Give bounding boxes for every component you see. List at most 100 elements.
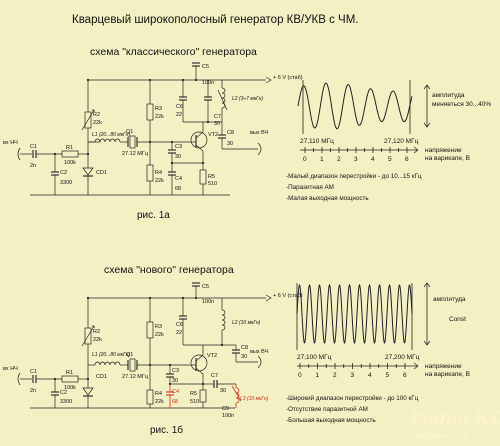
c6-label-b: C6: [176, 322, 183, 328]
vt2-label-b: VT2: [207, 353, 217, 359]
q1-crystal-a: [129, 135, 136, 149]
figure-b: схема "нового" генератора + 6 V (стаб) в…: [3, 264, 470, 436]
c3-label-a: C3: [175, 144, 182, 150]
q1-label-a: Q1: [126, 129, 133, 135]
r5-value-a: 510: [208, 181, 217, 187]
r4-resistor-b: [146, 389, 154, 405]
r1-resistor-b: [61, 375, 79, 383]
q1-crystal-b: [129, 358, 136, 372]
cd1-label-b: CD1: [96, 374, 107, 380]
voltage-tick-label: 5: [388, 156, 392, 163]
lf-input-jack-b: [17, 372, 21, 386]
c4-label-a: C4: [175, 176, 182, 182]
supply-label-b: + 6 V (стаб): [273, 293, 303, 299]
voltage-label-b: напряжение: [425, 363, 462, 370]
r4-label-a: R4: [155, 170, 162, 176]
schematic-a: + 6 V (стаб) вх НЧ C1 2n C2 3300: [3, 62, 303, 196]
amplitude-note-b: Const: [449, 316, 466, 323]
r5-value-b: 510: [190, 399, 199, 405]
voltage-sub-b: на варикапе, В: [425, 371, 470, 378]
voltage-tick-label: 4: [371, 156, 375, 163]
supply-label-a: + 6 V (стаб): [273, 75, 303, 81]
c5-label-a: C5: [202, 64, 209, 70]
cd1-label-a: CD1: [96, 170, 107, 176]
r5-label-b: R5: [190, 391, 197, 397]
l1-label-b: L1 (20...80 мкГн): [92, 352, 130, 358]
watermark-site: radiokot.ru: [410, 431, 468, 441]
page-title: Кварцевый широкополосный генератор КВ/УК…: [72, 14, 358, 26]
note-a-3: -Малая выходная мощность: [286, 195, 369, 202]
lf-input-label-b: вх НЧ: [3, 366, 18, 372]
vt2-transistor-a: [190, 131, 208, 149]
voltage-tick-label: 6: [403, 372, 407, 379]
r3-label-a: R3: [155, 106, 162, 112]
c5-label-b: C5: [202, 284, 209, 290]
c7-label-b: C7: [211, 373, 218, 379]
c2-label-b: C2: [60, 390, 67, 396]
voltage-sub-a: на варикапе, В: [425, 155, 470, 162]
l1-label-a: L1 (20...80 мкГн): [92, 132, 130, 138]
r3-resistor-b: [146, 321, 154, 339]
l3-label-b: L3 (10 мкГн): [240, 396, 269, 402]
r1-label-a: R1: [66, 145, 73, 151]
c8-value-a: 30: [227, 141, 233, 147]
c9-label-b: C9: [222, 406, 229, 412]
r4-resistor-a: [146, 164, 154, 182]
c6-label-a: C6: [176, 104, 183, 110]
r4-value-b: 22k: [155, 399, 164, 405]
waveform-a: [297, 82, 413, 130]
schematic-b: + 6 V (стаб) вх НЧ C1 2n C2 3300: [3, 282, 303, 419]
rf-output-label-b: вых ВЧ: [250, 349, 269, 355]
c1-value-a: 2n: [30, 163, 36, 169]
c8-value-b: 30: [241, 354, 247, 360]
r1-value-a: 100k: [64, 160, 76, 166]
lf-input-jack-a: [17, 147, 21, 161]
c1-label-b: C1: [30, 369, 37, 375]
note-a-2: -Паразитная АМ: [286, 184, 334, 191]
voltage-tick-label: 0: [303, 156, 307, 163]
note-b-3: -Большая выходная мощность: [286, 417, 376, 424]
r5-resistor-a: [199, 169, 207, 185]
l2-label-a: L2 (3÷7 мкГн): [232, 96, 263, 102]
c1-label-a: C1: [30, 144, 37, 150]
voltage-tick-label: 2: [337, 156, 341, 163]
r3-value-a: 22k: [155, 114, 164, 120]
r3-label-b: R3: [155, 324, 162, 330]
c2-label-a: C2: [60, 170, 67, 176]
rf-output-label-a: вых ВЧ: [250, 130, 269, 136]
c9-value-b: 100n: [222, 413, 234, 419]
freq-right-b: 27,200 МГц: [385, 354, 420, 361]
amplitude-label-b: амплитуда: [433, 296, 466, 303]
c3-value-b: 30: [172, 378, 178, 384]
voltage-tick-label: 1: [320, 156, 324, 163]
c2-value-a: 3300: [60, 180, 72, 186]
figure-a: схема "классического" генератора + 6 V (…: [3, 46, 491, 221]
c3-value-a: 30: [175, 154, 181, 160]
rf-output-jack-b: [257, 355, 262, 369]
r5-resistor-b: [199, 389, 207, 403]
waveform-b: [296, 283, 413, 345]
freq-left-b: 27,100 МГц: [297, 354, 332, 361]
figure-b-caption: рис. 1б: [150, 424, 183, 436]
voltage-label-a: напряжение: [425, 147, 462, 154]
cd1-varicap-b: [82, 387, 94, 396]
l2-inductor-b: [221, 309, 226, 331]
l3-inductor-b: [235, 387, 240, 404]
r1-value-b: 100k: [64, 385, 76, 391]
voltage-tick-label: 3: [351, 372, 355, 379]
c7-value-a: 30: [214, 121, 220, 127]
voltage-tick-label: 2: [333, 372, 337, 379]
r4-label-b: R4: [155, 391, 162, 397]
c6-value-b: 22: [176, 330, 182, 336]
l1-inductor-b: [94, 361, 121, 366]
r4-value-a: 22k: [155, 178, 164, 184]
amplitude-note-a: меняеться 30...40%: [432, 101, 491, 108]
r2-label-a: R2: [93, 112, 100, 118]
r1-resistor-a: [61, 150, 79, 158]
r1-label-b: R1: [66, 370, 73, 376]
q1-value-b: 27.12 МГц: [122, 374, 149, 380]
